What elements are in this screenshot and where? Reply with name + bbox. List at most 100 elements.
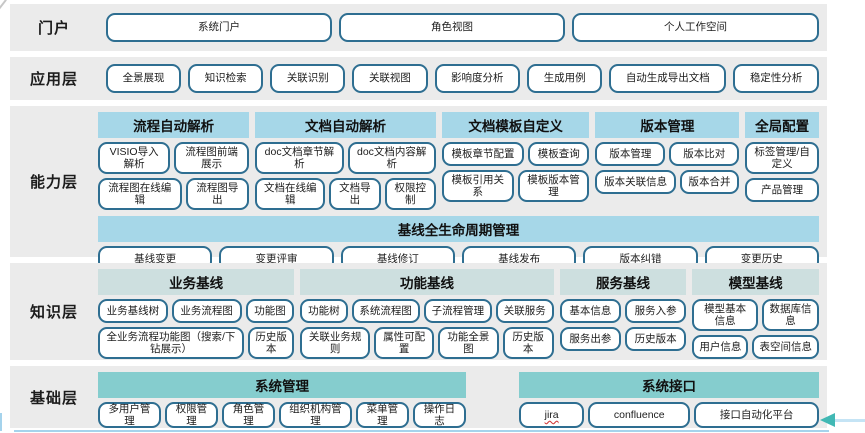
- layer-label-portal: 门户: [37, 20, 70, 37]
- group-header: 功能基线: [300, 269, 554, 295]
- group-header: 版本管理: [595, 112, 740, 138]
- module-button: 流程图前端展示: [174, 142, 250, 175]
- module-button: 文档导出: [329, 178, 381, 211]
- module-button: doc文档章节解析: [255, 142, 344, 175]
- knowledge-group-business-baseline: 业务基线 业务基线树业务流程图功能图 全业务流程功能图（搜索/下钻展示）历史版本: [98, 269, 295, 360]
- module-button: 系统门户: [106, 13, 332, 42]
- module-button: confluence: [588, 402, 691, 428]
- capability-group-global-config: 全局配置 标签管理/自定义 产品管理: [745, 112, 819, 203]
- module-button: 功能图: [245, 299, 295, 323]
- module-button: 流程图导出: [185, 178, 250, 211]
- module-button: 关联视图: [352, 64, 428, 93]
- group-header: 服务基线: [559, 269, 687, 295]
- layer-label-application: 应用层: [29, 71, 78, 88]
- module-button: 模板查询: [528, 142, 590, 166]
- module-button: 用户信息: [692, 335, 749, 360]
- module-button: 权限控制: [384, 178, 436, 211]
- module-button: 菜单管理: [355, 402, 409, 428]
- group-header-baseline-lifecycle: 基线全生命周期管理: [98, 216, 819, 243]
- layer-row-application: 应用层 全景展现知识检索关联识别关联视图影响度分析生成用例自动生成导出文档稳定性…: [10, 57, 827, 100]
- group-header: 系统管理: [98, 372, 466, 398]
- module-button: 自动生成导出文档: [609, 64, 727, 93]
- layer-row-capability: 能力层 流程自动解析 VISIO导入解析流程图前端展示 流程图在线编辑流程图导出…: [10, 106, 827, 272]
- module-button: 关联识别: [270, 64, 346, 93]
- module-button: 版本合并: [679, 170, 740, 194]
- module-button: 业务流程图: [171, 299, 242, 323]
- group-header: 系统接口: [519, 372, 819, 398]
- module-button: 业务基线树: [98, 299, 168, 323]
- module-button: 生成用例: [527, 64, 603, 93]
- group-header: 流程自动解析: [98, 112, 250, 138]
- knowledge-group-function-baseline: 功能基线 功能树系统流程图子流程管理关联服务 关联业务规则属性可配置功能全景图历…: [300, 269, 554, 360]
- foundation-group-system-management: 系统管理 多用户管理权限管理角色管理组织机构管理菜单管理操作日志: [98, 372, 466, 428]
- knowledge-groups: 业务基线 业务基线树业务流程图功能图 全业务流程功能图（搜索/下钻展示）历史版本…: [98, 263, 827, 360]
- arrow-line: [835, 418, 865, 422]
- module-button: 影响度分析: [434, 64, 521, 93]
- corner-decoration-line: [0, 0, 7, 29]
- module-button: 基本信息: [559, 299, 621, 323]
- group-header: 业务基线: [98, 269, 295, 295]
- module-button: 操作日志: [412, 402, 466, 428]
- layer-label-capability: 能力层: [29, 174, 78, 191]
- module-button: 组织机构管理: [279, 402, 352, 428]
- module-button: 权限管理: [164, 402, 218, 428]
- module-button: 流程图在线编辑: [98, 178, 182, 211]
- module-button: jira: [519, 402, 585, 428]
- module-button: 文档在线编辑: [255, 178, 326, 211]
- capability-group-process-auto-parse: 流程自动解析 VISIO导入解析流程图前端展示 流程图在线编辑流程图导出: [98, 112, 250, 211]
- module-button: VISIO导入解析: [98, 142, 171, 175]
- module-button: 属性可配置: [373, 327, 435, 360]
- module-button: 表空间信息: [752, 335, 820, 360]
- module-button: 全景展现: [106, 64, 182, 93]
- module-button: 服务出参: [559, 327, 621, 351]
- group-header: 模型基线: [692, 269, 819, 295]
- module-button: 关联服务: [495, 299, 554, 323]
- module-button: 版本关联信息: [595, 170, 676, 194]
- layer-row-foundation: 基础层 系统管理 多用户管理权限管理角色管理组织机构管理菜单管理操作日志 系统接…: [10, 366, 827, 428]
- module-button: 模型基本信息: [692, 299, 758, 332]
- module-button: 产品管理: [745, 178, 819, 203]
- module-button: 功能树: [300, 299, 348, 323]
- module-button: 角色管理: [222, 402, 276, 428]
- module-button: 全业务流程功能图（搜索/下钻展示）: [98, 327, 244, 360]
- layer-label-knowledge: 知识层: [29, 304, 78, 321]
- module-button: 接口自动化平台: [694, 402, 820, 428]
- module-button: 数据库信息: [761, 299, 819, 332]
- module-button: 关联业务规则: [300, 327, 370, 360]
- module-button: 历史版本: [502, 327, 554, 360]
- module-button: 知识检索: [188, 64, 264, 93]
- capability-group-version-management: 版本管理 版本管理版本比对 版本关联信息版本合并: [595, 112, 740, 194]
- module-button: 角色视图: [339, 13, 565, 42]
- layer-row-portal: 门户 系统门户角色视图个人工作空间: [10, 4, 827, 51]
- knowledge-group-service-baseline: 服务基线 基本信息服务入参 服务出参历史版本: [559, 269, 687, 351]
- arrow-left-icon: [820, 413, 835, 427]
- module-button: 模板版本管理: [517, 170, 590, 203]
- module-button: 版本管理: [595, 142, 666, 166]
- module-button: 系统流程图: [351, 299, 420, 323]
- module-button: 版本比对: [669, 142, 740, 166]
- foundation-groups: 系统管理 多用户管理权限管理角色管理组织机构管理菜单管理操作日志 系统接口 ji…: [98, 366, 827, 428]
- decorative-arrow: [820, 413, 865, 427]
- module-button: 子流程管理: [423, 299, 492, 323]
- group-header: 文档模板自定义: [441, 112, 590, 138]
- bottom-left-frame-line: [0, 413, 2, 431]
- layer-row-knowledge: 知识层 业务基线 业务基线树业务流程图功能图 全业务流程功能图（搜索/下钻展示）…: [10, 263, 827, 360]
- module-button: 多用户管理: [98, 402, 161, 428]
- group-header: 全局配置: [745, 112, 819, 138]
- module-button: 个人工作空间: [572, 13, 819, 42]
- module-button: 标签管理/自定义: [745, 142, 819, 175]
- capability-group-doc-template-custom: 文档模板自定义 模板章节配置模板查询 模板引用关系模板版本管理: [441, 112, 590, 203]
- module-button: 功能全景图: [438, 327, 499, 360]
- module-button: 稳定性分析: [733, 64, 819, 93]
- module-button: 服务入参: [625, 299, 687, 323]
- module-button: 历史版本: [625, 327, 687, 351]
- capability-content: 流程自动解析 VISIO导入解析流程图前端展示 流程图在线编辑流程图导出 文档自…: [98, 106, 827, 272]
- module-button: 历史版本: [247, 327, 295, 360]
- layer-label-foundation: 基础层: [29, 389, 78, 407]
- module-button: 模板引用关系: [441, 170, 514, 203]
- module-button: doc文档内容解析: [347, 142, 436, 175]
- bottom-frame-line: [14, 430, 829, 432]
